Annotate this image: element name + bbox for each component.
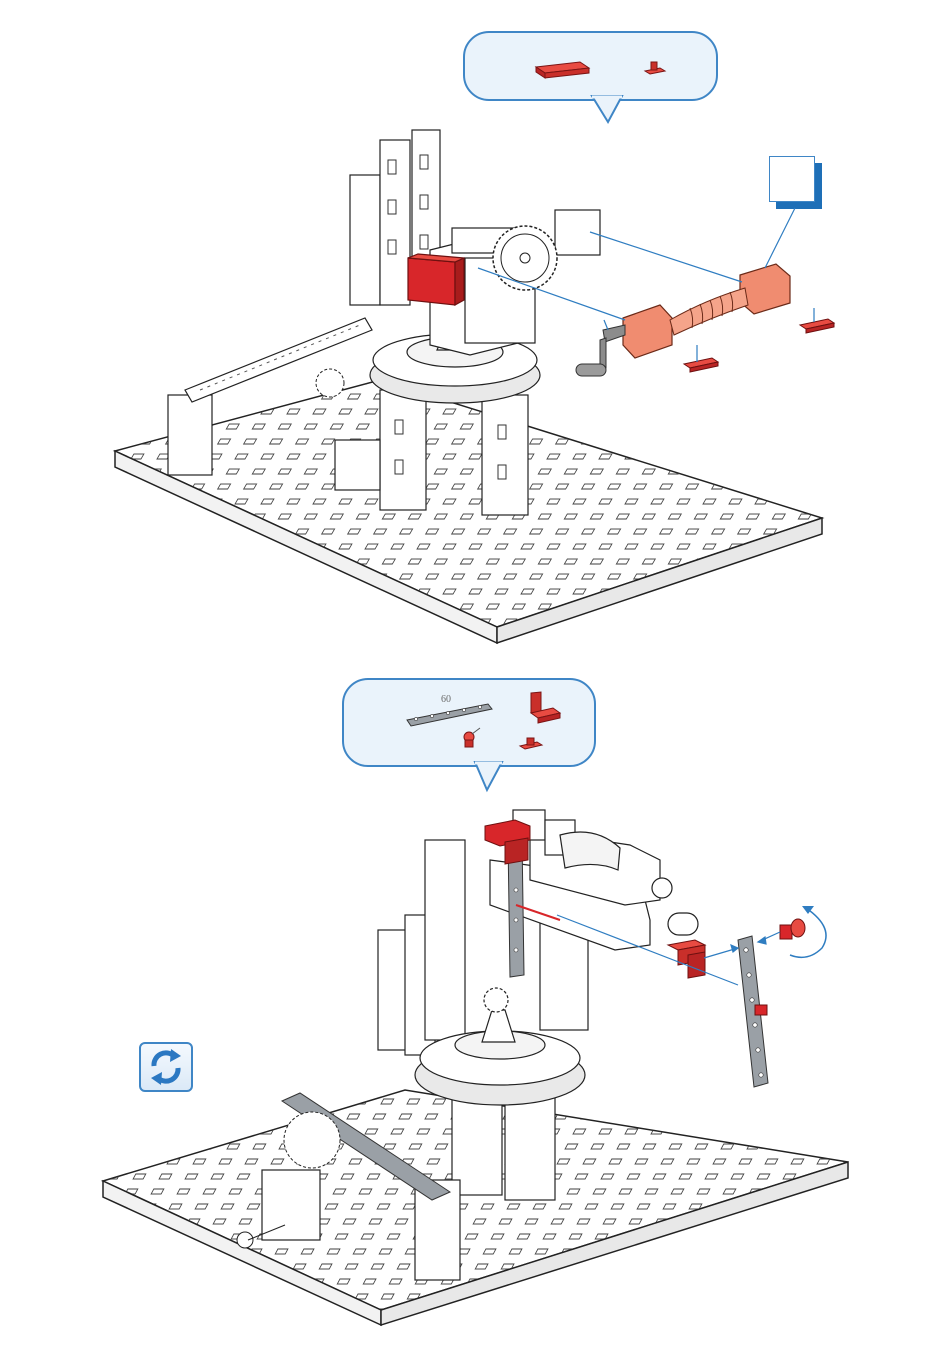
red-small-connector-mounted-1 xyxy=(684,358,718,372)
base-plate-step1 xyxy=(115,380,822,643)
strut-60: 60 xyxy=(407,694,492,726)
red-small-connector-2 xyxy=(520,738,542,749)
red-base-plate xyxy=(536,62,589,78)
red-angle-block-exploded xyxy=(668,940,705,978)
callout-tail-step1 xyxy=(592,96,622,122)
red-small-connector-mounted-2 xyxy=(800,319,834,333)
red-joint-connector xyxy=(464,728,480,747)
callout-tail-step2 xyxy=(475,762,502,790)
spur-gear-step1 xyxy=(493,226,557,290)
red-small-connector xyxy=(645,62,665,74)
red-angle-block-mounted xyxy=(485,820,530,864)
model-step2 xyxy=(103,810,848,1325)
strut-label: 60 xyxy=(441,694,451,705)
strut-exploded xyxy=(738,936,768,1087)
red-joint-connector-exploded xyxy=(780,919,805,939)
red-angle-block xyxy=(531,692,560,723)
model-step1 xyxy=(115,130,822,643)
worm-subassembly xyxy=(576,264,790,376)
red-block-mounted xyxy=(408,254,464,305)
